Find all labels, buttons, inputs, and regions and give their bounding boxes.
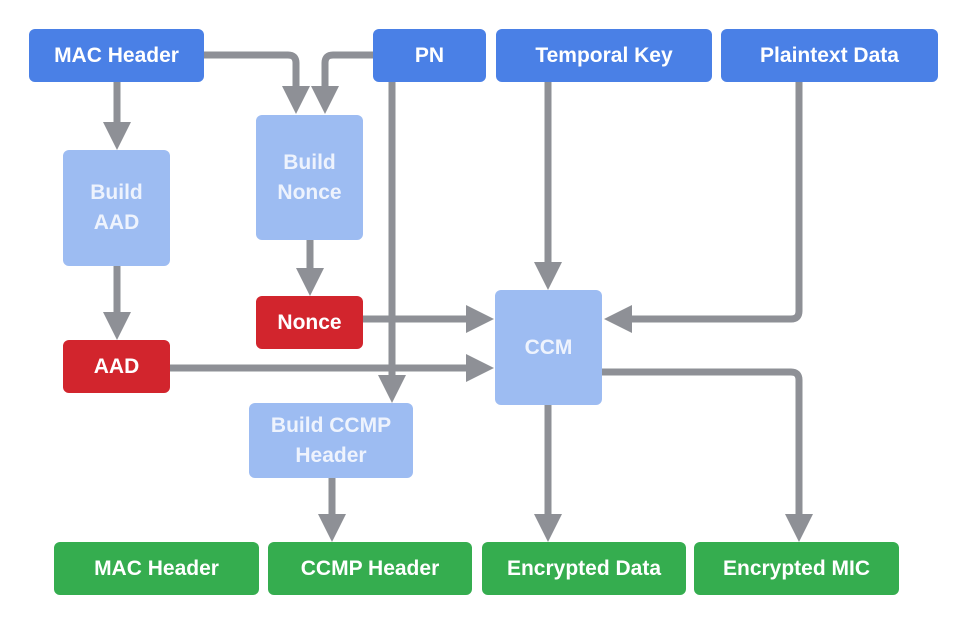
arrow-ccm-to-encrypted-mic: [602, 368, 813, 542]
input-temporal-key[interactable]: Temporal Key: [496, 29, 712, 82]
process-ccm[interactable]: CCM: [495, 290, 602, 405]
output-encrypted-mic[interactable]: Encrypted MIC: [694, 542, 899, 595]
arrow-mac-to-build-nonce: [204, 51, 310, 114]
intermediate-aad[interactable]: AAD: [63, 340, 170, 393]
intermediate-nonce[interactable]: Nonce: [256, 296, 363, 349]
process-build-aad[interactable]: Build AAD: [63, 150, 170, 266]
input-pn[interactable]: PN: [373, 29, 486, 82]
arrow-plaintext-to-ccm: [604, 82, 803, 333]
process-build-ccmp-header[interactable]: Build CCMP Header: [249, 403, 413, 478]
process-build-nonce[interactable]: Build Nonce: [256, 115, 363, 240]
output-encrypted-data[interactable]: Encrypted Data: [482, 542, 686, 595]
input-plaintext-data[interactable]: Plaintext Data: [721, 29, 938, 82]
arrow-pn-to-build-nonce: [311, 51, 373, 114]
output-ccmp-header[interactable]: CCMP Header: [268, 542, 472, 595]
input-mac-header[interactable]: MAC Header: [29, 29, 204, 82]
output-mac-header[interactable]: MAC Header: [54, 542, 259, 595]
